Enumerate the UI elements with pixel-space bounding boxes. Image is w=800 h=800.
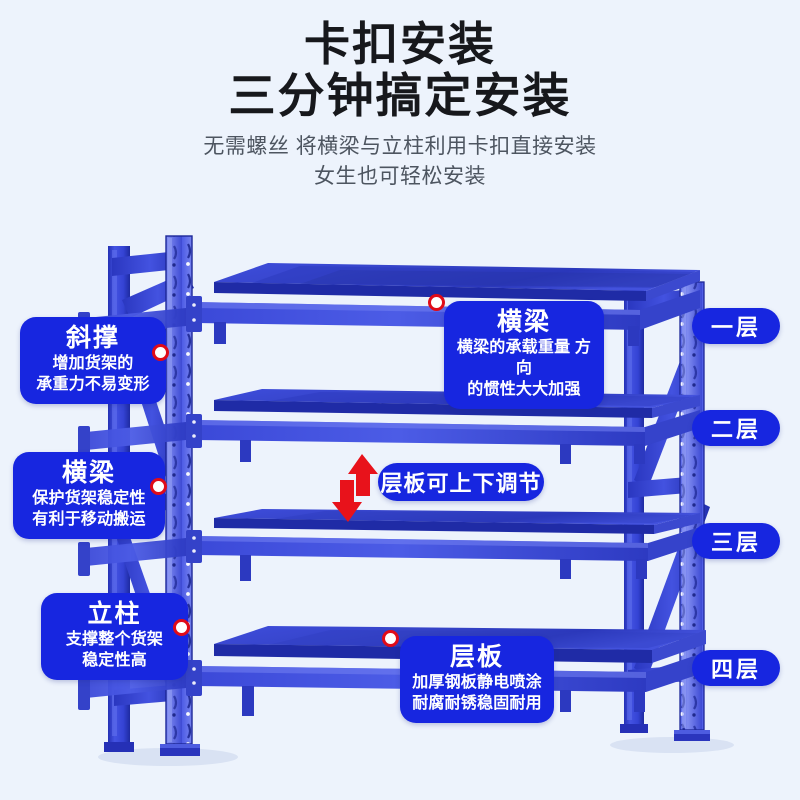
callout-desc-line-1: 横梁的承载重量 方向: [456, 339, 592, 377]
subtitle-line-1: 无需螺丝 将横梁与立柱利用卡扣直接安装: [203, 135, 597, 158]
marker-dot-beam-left: [150, 478, 167, 495]
callout-title: 斜撑: [65, 324, 120, 352]
marker-dot-diagonal-brace: [152, 344, 169, 361]
headline-line-1: 卡扣安装: [304, 18, 496, 70]
callout-desc-line-1: 保护货架稳定性: [32, 490, 146, 507]
tier-label-text: 三层: [710, 530, 761, 555]
tier-label-2[interactable]: 二层: [692, 410, 780, 446]
callout-desc-line-1: 支撑整个货架: [65, 631, 164, 648]
marker-dot-shelf-board: [382, 630, 399, 647]
callout-desc-line-2: 耐腐耐锈稳固耐用: [412, 695, 542, 712]
marker-dot-beam-right: [428, 294, 445, 311]
tier-label-4[interactable]: 四层: [692, 650, 780, 686]
up-down-zigzag-arrow-icon: [332, 454, 378, 522]
callout-shelf-board[interactable]: 层板 加厚钢板静电喷涂 耐腐耐锈稳固耐用: [400, 636, 554, 723]
callout-desc-line-2: 稳定性高: [82, 652, 147, 669]
callout-title: 横梁: [61, 459, 116, 487]
tier-label-3[interactable]: 三层: [692, 523, 780, 559]
headline-line-2: 三分钟搞定安装: [228, 69, 572, 122]
adjustable-shelf-pill[interactable]: 层板可上下调节: [378, 463, 544, 501]
callout-desc-line-1: 加厚钢板静电喷涂: [412, 674, 542, 691]
callout-beam-right[interactable]: 横梁 横梁的承载重量 方向 的惯性大大加强: [444, 301, 604, 409]
callout-desc-line-1: 增加货架的: [52, 355, 134, 372]
callout-title: 横梁: [496, 308, 551, 336]
callout-beam-left[interactable]: 横梁 保护货架稳定性 有利于移动搬运: [13, 452, 165, 539]
callout-desc-line-2: 的惯性大大加强: [467, 381, 581, 398]
callout-desc-line-2: 有利于移动搬运: [32, 511, 146, 528]
header-block: 卡扣安装 三分钟搞定安装 无需螺丝 将横梁与立柱利用卡扣直接安装 女生也可轻松安…: [0, 0, 800, 192]
callout-desc-line-2: 承重力不易变形: [36, 376, 150, 393]
adjustable-shelf-label: 层板可上下调节: [380, 471, 542, 496]
tier-label-1[interactable]: 一层: [692, 308, 780, 344]
tier-label-text: 四层: [710, 657, 761, 682]
shelf-level-3: [78, 509, 700, 581]
tier-label-text: 二层: [710, 417, 761, 442]
callout-title: 层板: [449, 643, 504, 671]
callout-diagonal-brace[interactable]: 斜撑 增加货架的 承重力不易变形: [20, 317, 166, 404]
marker-dot-upright-post: [173, 619, 190, 636]
tier-label-text: 一层: [710, 315, 761, 340]
subtitle-line-2: 女生也可轻松安装: [314, 165, 486, 188]
callout-title: 立柱: [87, 600, 142, 628]
callout-upright-post[interactable]: 立柱 支撑整个货架 稳定性高: [41, 593, 188, 680]
